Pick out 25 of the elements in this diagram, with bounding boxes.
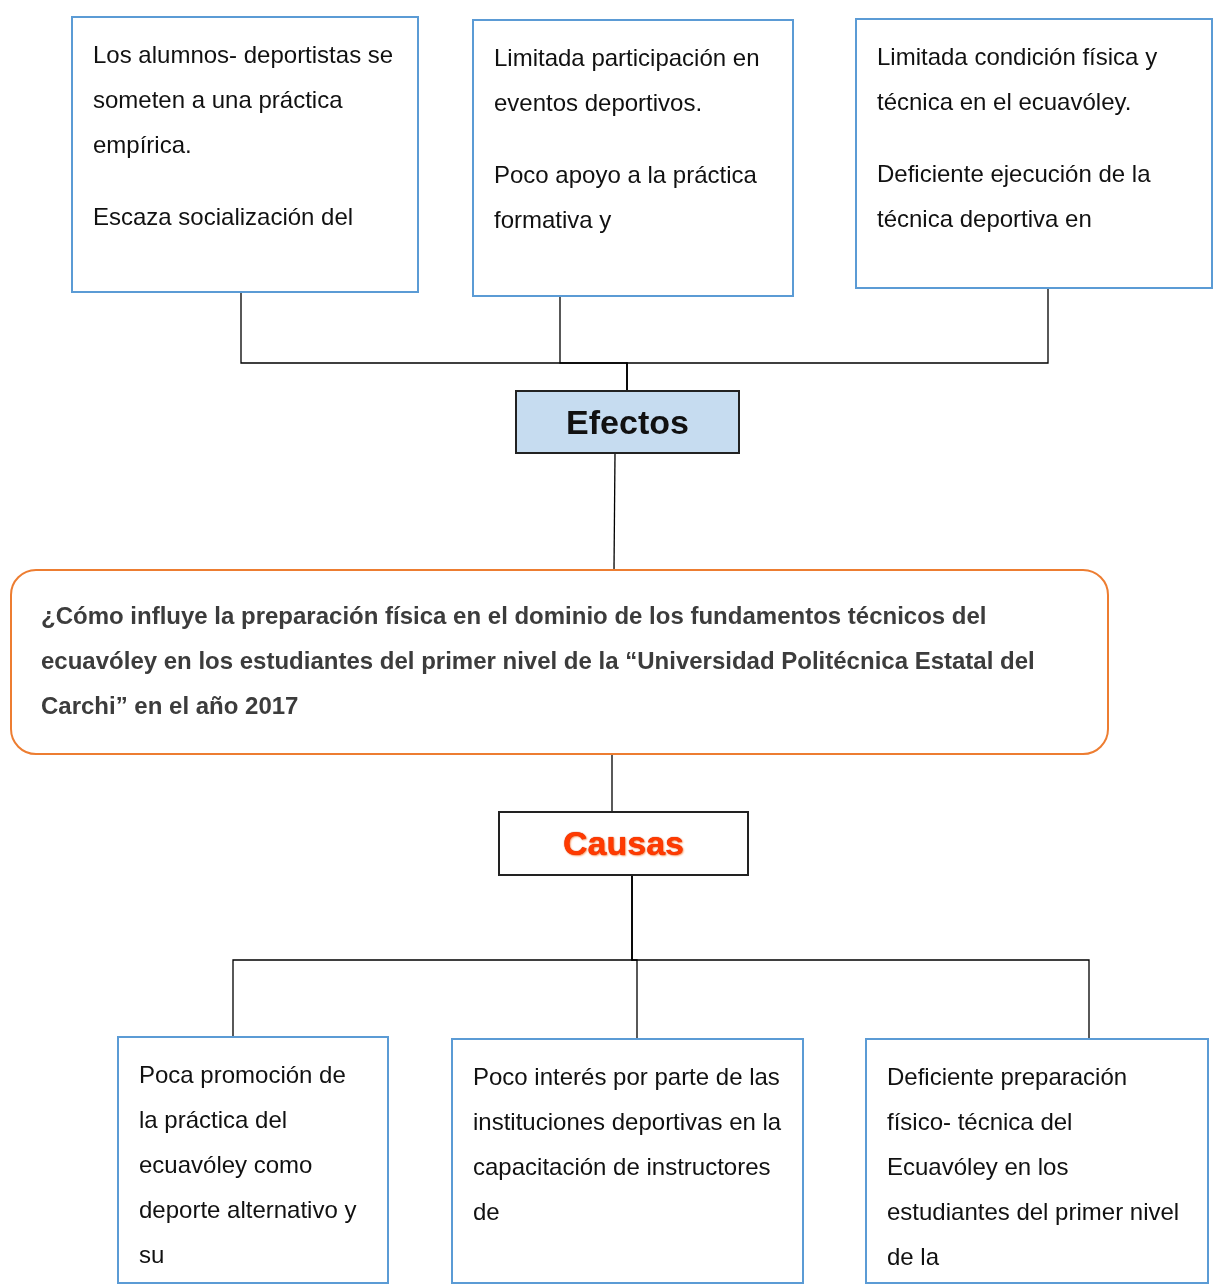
heading-text: Causas [563, 824, 684, 863]
heading-box [498, 811, 749, 876]
text-box [451, 1038, 804, 1284]
box-text: Poco interés por parte de las instituciones deportivas en la capacitación de instructores de [473, 1062, 783, 1227]
question-text: ¿Cómo influye la preparación física en el dominio de los fundamentos técnicos del ecuavóley en los estudiantes del primer nivel de la “Universidad Politécnica Estatal del Carchi” en el año 2017 [41, 601, 1036, 721]
heading-box [515, 390, 740, 454]
box-text: Limitada condición física y técnica en el ecuavóley. [877, 42, 1159, 117]
heading-text: Efectos [566, 402, 689, 442]
box-text: Escaza socialización del [93, 202, 355, 232]
box-text: Poco apoyo a la práctica formativa y [494, 160, 758, 235]
text-box [117, 1036, 389, 1284]
text-box [865, 1038, 1209, 1284]
text-box [472, 19, 794, 297]
box-text: Poca promoción de la práctica del ecuavóley como deporte alternativo y su [139, 1060, 358, 1270]
question-box [10, 569, 1109, 755]
text-box [855, 18, 1213, 289]
connector-line [613, 453, 616, 570]
box-text: Deficiente ejecución de la técnica deportiva en [877, 159, 1152, 234]
box-text: Limitada participación en eventos deportivos. [494, 43, 761, 118]
connector-line [631, 875, 1090, 1039]
box-text: Los alumnos- deportistas se someten a una práctica empírica. [93, 40, 395, 160]
text-box [71, 16, 419, 293]
connector-line [611, 754, 613, 812]
box-text: Deficiente preparación físico- técnica del Ecuavóley en los estudiantes del primer nivel de la [887, 1062, 1181, 1272]
connector-line [626, 288, 1049, 391]
